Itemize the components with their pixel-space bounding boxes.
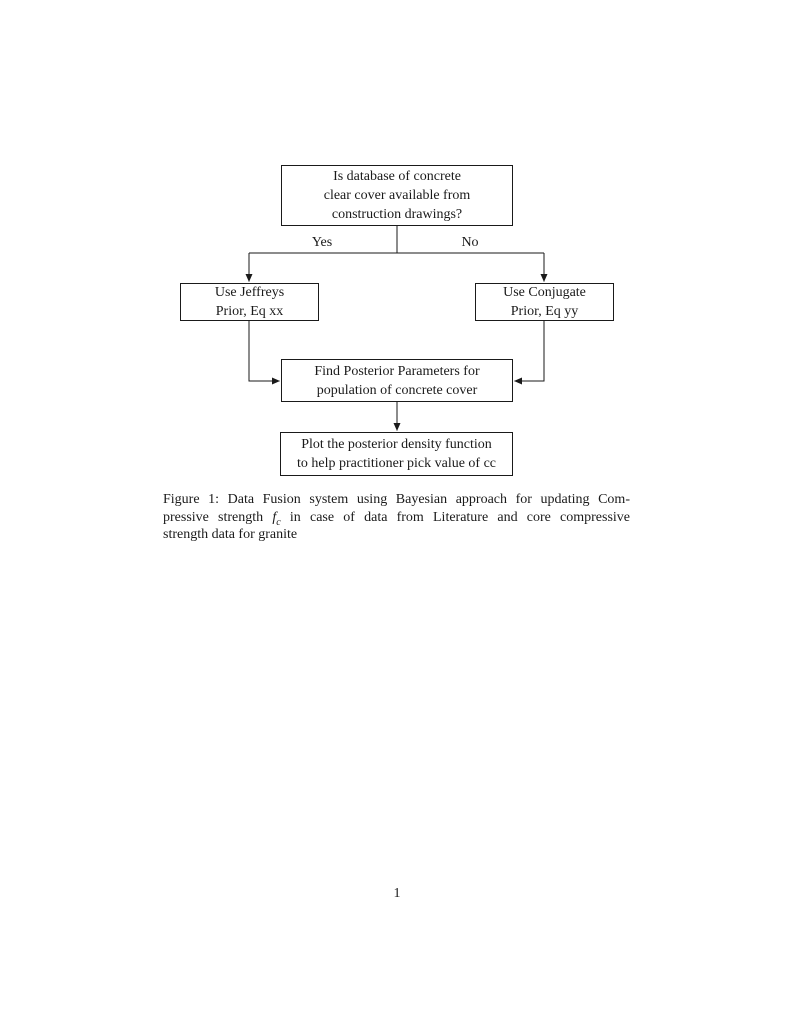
conjugate-prior-box-line: Use Conjugate	[503, 285, 586, 300]
page-number: 1	[393, 886, 401, 901]
math-fc-subscript: c	[276, 516, 281, 528]
decision-box: Is database of concrete clear cover avai…	[281, 165, 513, 226]
connector-conjugate-to-posterior	[514, 321, 545, 385]
conjugate-prior-box: Use Conjugate Prior, Eq yy	[475, 283, 614, 321]
caption-line-2-post: in case of data from Literature and core…	[289, 509, 631, 525]
figure-caption: Figure 1: Data Fusion system using Bayes…	[163, 491, 630, 544]
caption-line-1: Figure 1: Data Fusion system using Bayes…	[163, 492, 630, 507]
caption-line-3: strength data for granite	[163, 527, 298, 542]
decision-box-line: construction drawings?	[331, 207, 463, 222]
jeffreys-prior-box-line: Prior, Eq xx	[215, 304, 284, 319]
jeffreys-prior-box-line: Use Jeffreys	[214, 285, 285, 300]
math-fc-symbol: fc	[272, 509, 281, 528]
plot-density-box-line: Plot the posterior density function	[301, 437, 492, 452]
no-branch-label: No	[461, 235, 479, 250]
plot-density-box-line: to help practitioner pick value of cc	[296, 456, 497, 471]
plot-density-box: Plot the posterior density function to h…	[280, 432, 513, 476]
decision-box-line: clear cover available from	[323, 188, 471, 203]
jeffreys-prior-box: Use Jeffreys Prior, Eq xx	[180, 283, 319, 321]
decision-box-line: Is database of concrete	[333, 169, 461, 184]
connector-jeffreys-to-posterior	[248, 321, 280, 385]
conjugate-prior-box-line: Prior, Eq yy	[510, 304, 579, 319]
yes-branch-label: Yes	[311, 235, 333, 250]
math-fc-letter: f	[272, 509, 277, 525]
posterior-parameters-box-line: Find Posterior Parameters for	[314, 363, 480, 379]
posterior-parameters-box: Find Posterior Parameters for population…	[281, 359, 513, 402]
posterior-parameters-box-line: population of concrete cover	[316, 382, 478, 398]
caption-line-2: pressive strength fc in case of data fro…	[163, 509, 630, 527]
caption-line-2-pre: pressive strength	[163, 509, 264, 525]
